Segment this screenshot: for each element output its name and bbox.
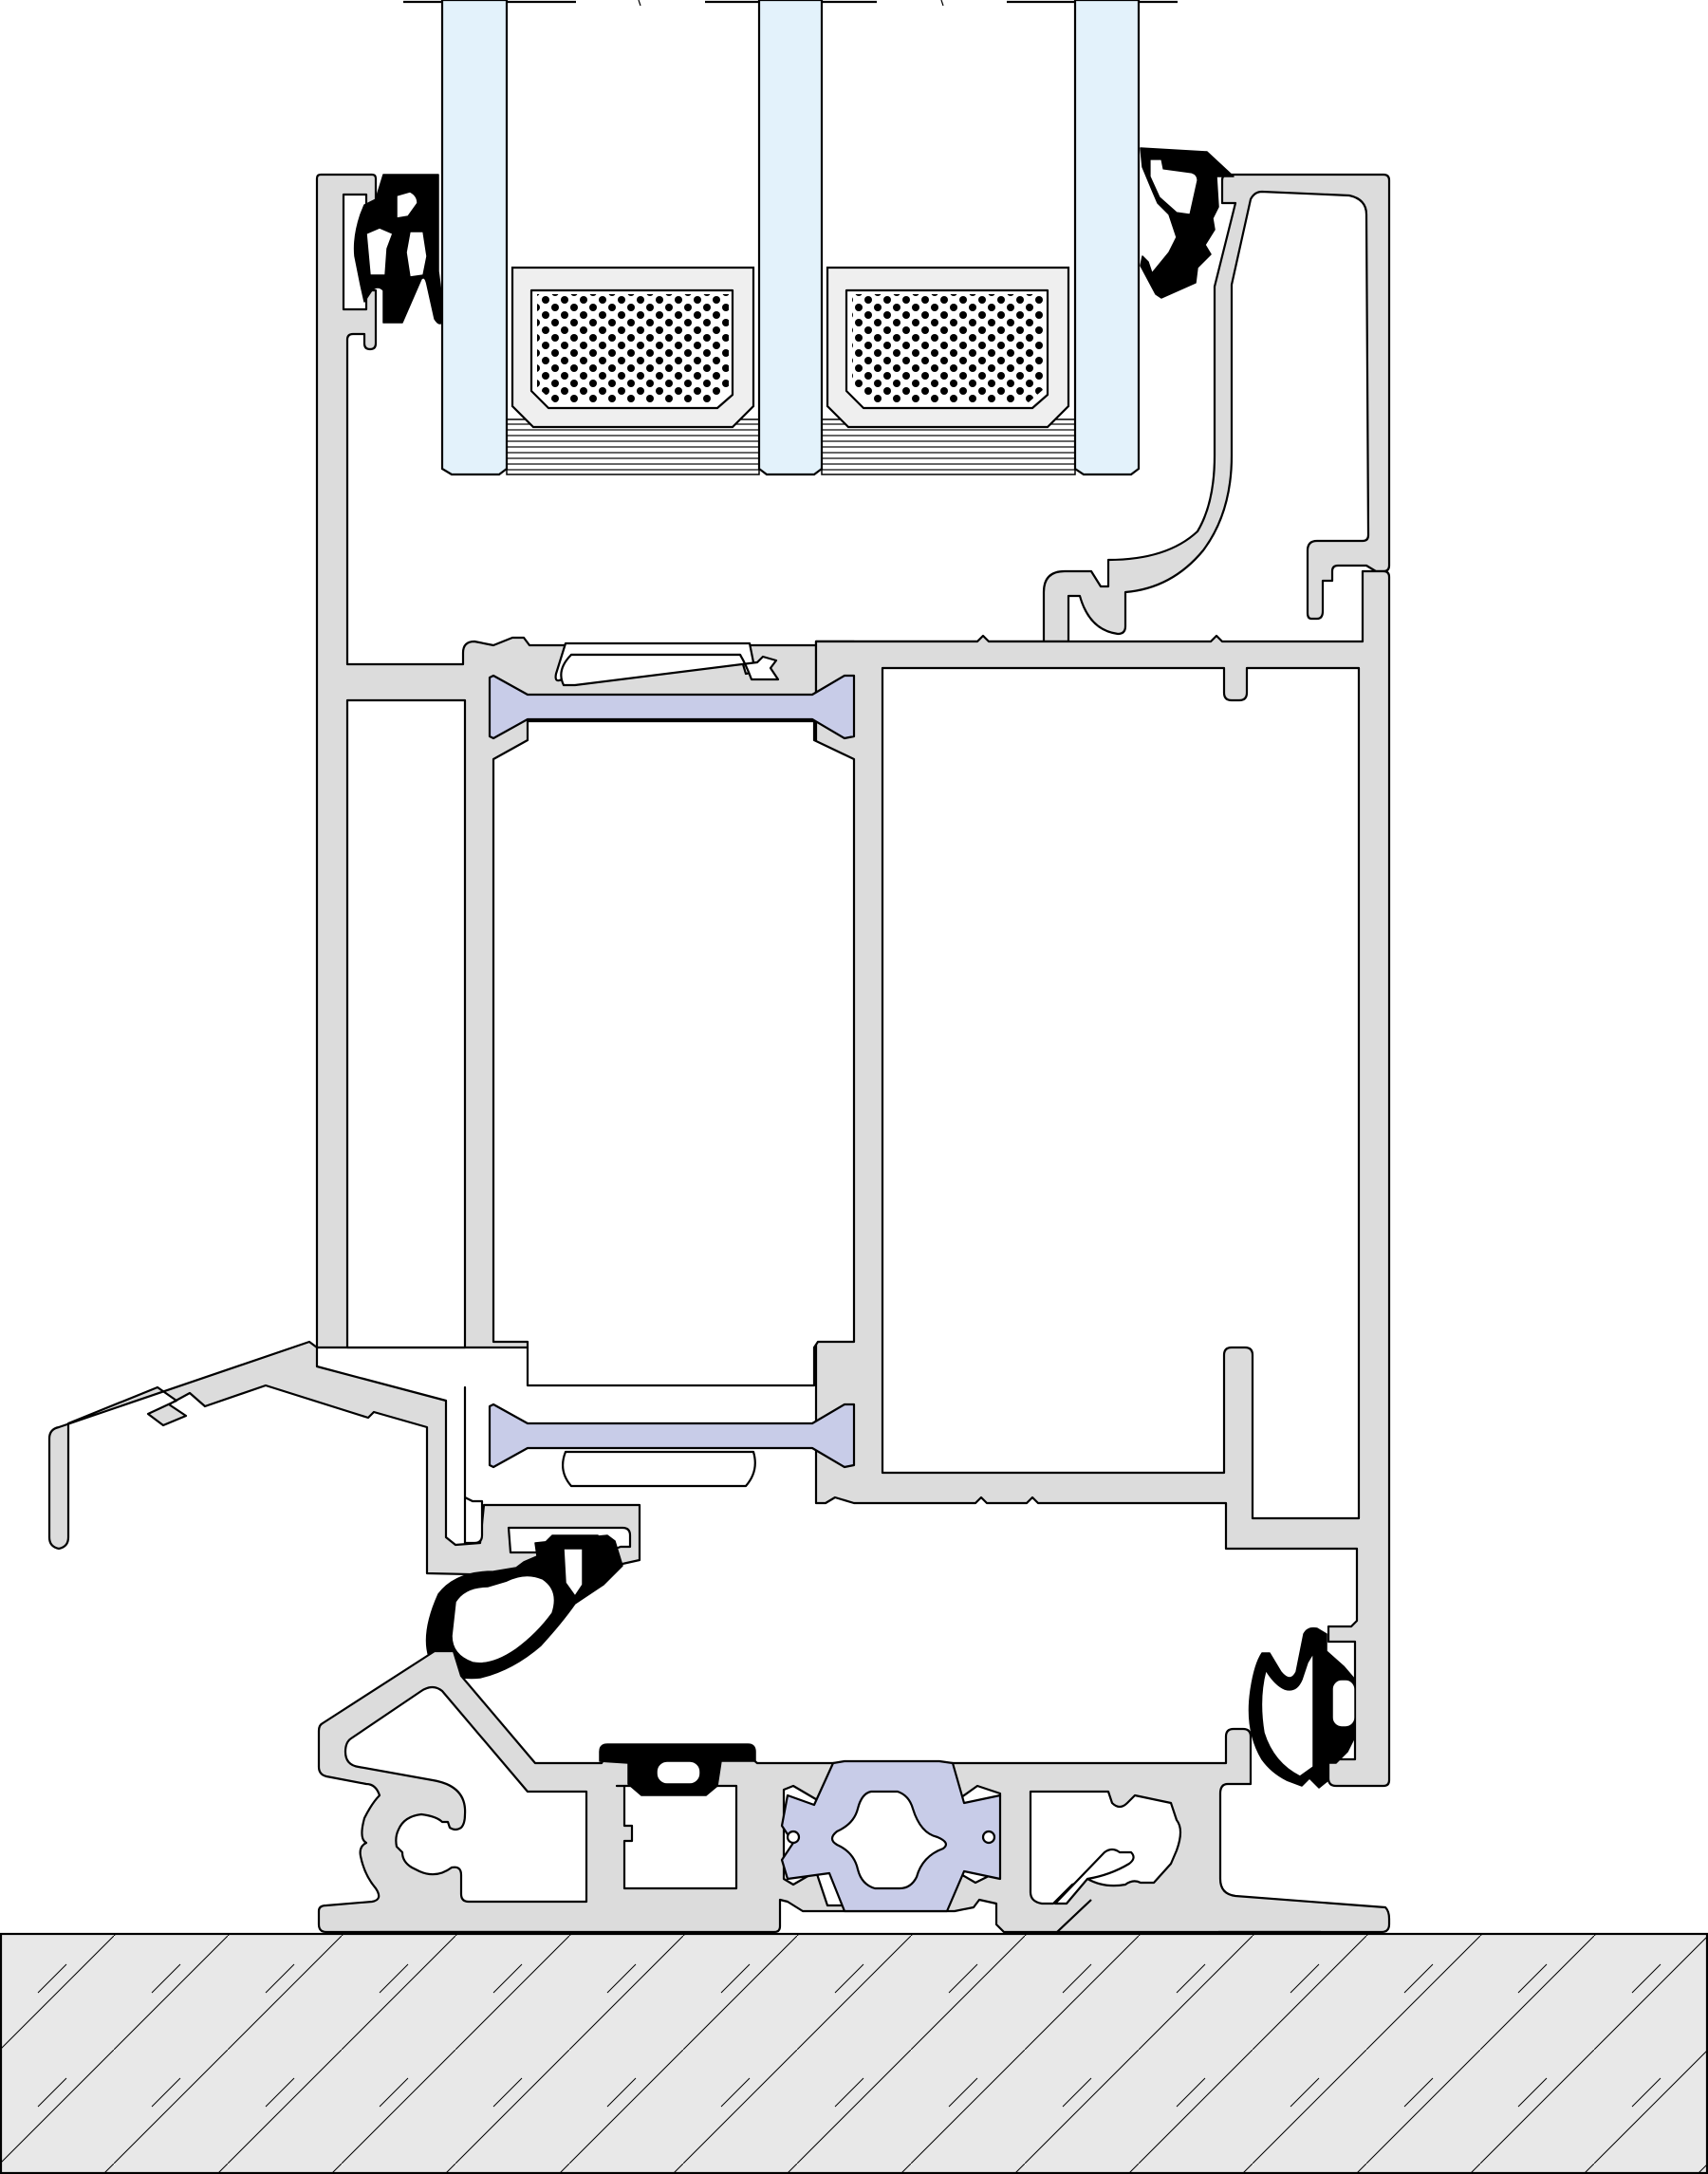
right-frame-gasket	[1248, 1626, 1356, 1789]
base-foot-lines	[370, 1899, 1321, 1934]
triple-glazing-panes	[440, 0, 1141, 476]
thermal-break-base	[780, 1759, 1002, 1913]
spacer-bar-left	[511, 266, 755, 429]
thermal-break-upper	[488, 641, 856, 740]
frame-base-profile	[317, 1649, 1391, 1934]
sill-bulb-gasket	[425, 1534, 623, 1680]
spacer-bar-right	[826, 266, 1070, 429]
thermal-break-lower	[488, 1403, 856, 1488]
secondary-sealant	[506, 418, 1076, 475]
floor-substrate	[0, 1932, 1708, 2174]
glazing-gasket-top-right	[1140, 147, 1235, 299]
sash-profile	[315, 173, 1391, 1788]
base-top-gasket	[599, 1743, 756, 1796]
